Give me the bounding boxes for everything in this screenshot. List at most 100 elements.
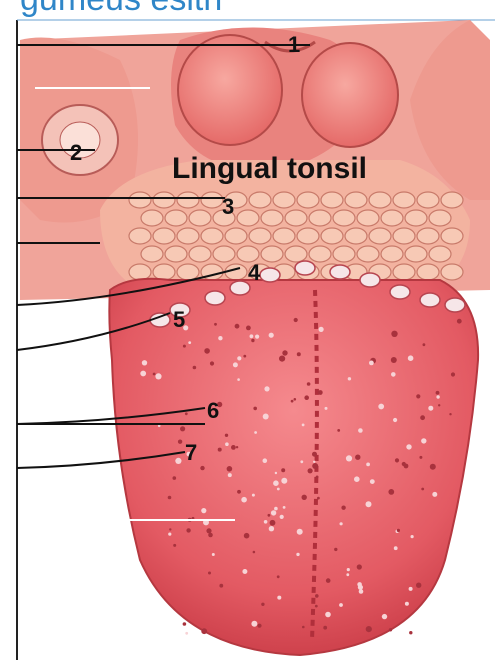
papilla-dot [370, 479, 375, 484]
papilla-dot [406, 444, 411, 449]
papilla-dot [302, 626, 305, 629]
tonsil-nodule [309, 210, 331, 226]
tonsil-nodule [369, 228, 391, 244]
papilla-dot [271, 510, 276, 515]
papilla-dot [378, 404, 384, 410]
papilla-dot [185, 412, 188, 415]
papilla-dot [294, 318, 298, 322]
papilla-dot [389, 628, 392, 631]
papilla-dot [457, 319, 462, 324]
papilla-dot [394, 546, 398, 550]
tonsil-nodule [237, 210, 259, 226]
papilla-dot [235, 324, 240, 329]
tonsil-nodule [429, 246, 451, 262]
papilla-dot [140, 371, 146, 377]
tonsil-nodule [153, 264, 175, 280]
papilla-dot [185, 632, 188, 635]
tonsil-nodule [177, 228, 199, 244]
papilla-dot [188, 341, 191, 344]
tonsil-nodule [201, 228, 223, 244]
papilla-dot [251, 339, 254, 342]
papilla-dot [155, 373, 161, 379]
papilla-dot [168, 533, 171, 536]
tonsil-nodule [357, 210, 379, 226]
papilla-dot [231, 445, 236, 450]
tonsil-nodule [429, 210, 451, 226]
papilla-dot [236, 446, 238, 448]
papilla-dot [294, 398, 297, 401]
papilla-dot [237, 490, 241, 494]
papilla-dot [201, 628, 207, 634]
papilla-dot [283, 506, 286, 509]
papilla-dot [302, 495, 307, 500]
label-number-1: 1 [288, 32, 300, 57]
papilla-dot [254, 431, 257, 434]
papilla-dot [307, 382, 311, 386]
papilla-dot [210, 361, 214, 365]
papilla-dot [242, 569, 247, 574]
tonsil-nodule [333, 246, 355, 262]
tonsil-nodule [285, 210, 307, 226]
papilla-dot [227, 466, 233, 472]
label-number-2: 2 [70, 140, 82, 165]
papilla-dot [153, 373, 156, 376]
tonsil-nodule [285, 246, 307, 262]
tonsil-nodule [369, 192, 391, 208]
papilla-dot [346, 573, 349, 576]
papilla-dot [297, 529, 303, 535]
vallate-papilla [260, 268, 280, 282]
papilla-dot [274, 507, 278, 511]
papilla-dot [347, 568, 350, 571]
papilla-dot [243, 355, 246, 358]
vallecula-left [178, 35, 282, 145]
lingual-tonsil-label: Lingual tonsil [172, 152, 367, 185]
papilla-dot [428, 406, 433, 411]
tonsil-nodule [381, 210, 403, 226]
papilla-dot [317, 497, 320, 500]
tonsil-nodule [141, 210, 163, 226]
papilla-dot [253, 407, 257, 411]
papilla-dot [416, 394, 420, 398]
tonsil-nodule [405, 210, 427, 226]
papilla-dot [357, 564, 362, 569]
papilla-dot [312, 463, 318, 469]
vallate-papilla [360, 273, 380, 287]
tonsil-nodule [189, 246, 211, 262]
papilla-dot [359, 589, 364, 594]
papilla-dot [178, 440, 182, 444]
papilla-dot [277, 596, 281, 600]
papilla-dot [369, 361, 374, 366]
papilla-dot [183, 622, 187, 626]
tonsil-nodule [393, 264, 415, 280]
papilla-dot [436, 391, 440, 395]
papilla-dot [315, 594, 319, 598]
label-number-4: 4 [248, 260, 261, 285]
papilla-dot [312, 452, 317, 457]
tonsil-nodule [225, 228, 247, 244]
papilla-dot [315, 605, 318, 608]
papilla-dot [225, 434, 228, 437]
papilla-dot [432, 492, 437, 497]
papilla-dot [391, 372, 396, 377]
papilla-dot [340, 522, 343, 525]
papilla-dot [218, 448, 222, 452]
tonsil-nodule [297, 192, 319, 208]
tonsil-nodule [321, 192, 343, 208]
tongue-body [109, 279, 478, 655]
tonsil-nodule [261, 246, 283, 262]
papilla-dot [273, 480, 279, 486]
tonsil-nodule [129, 264, 151, 280]
papilla-dot [281, 478, 287, 484]
papilla-dot [173, 544, 176, 547]
header-fragment: gumeus esith [20, 0, 222, 18]
papilla-dot [183, 345, 186, 348]
tonsil-nodule [201, 192, 223, 208]
tonsil-nodule [189, 210, 211, 226]
papilla-dot [416, 583, 421, 588]
tonsil-nodule [345, 228, 367, 244]
papilla-dot [251, 621, 257, 627]
papilla-dot [253, 551, 256, 554]
papilla-dot [173, 476, 177, 480]
papilla-dot [420, 415, 425, 420]
tonsil-nodule [417, 192, 439, 208]
